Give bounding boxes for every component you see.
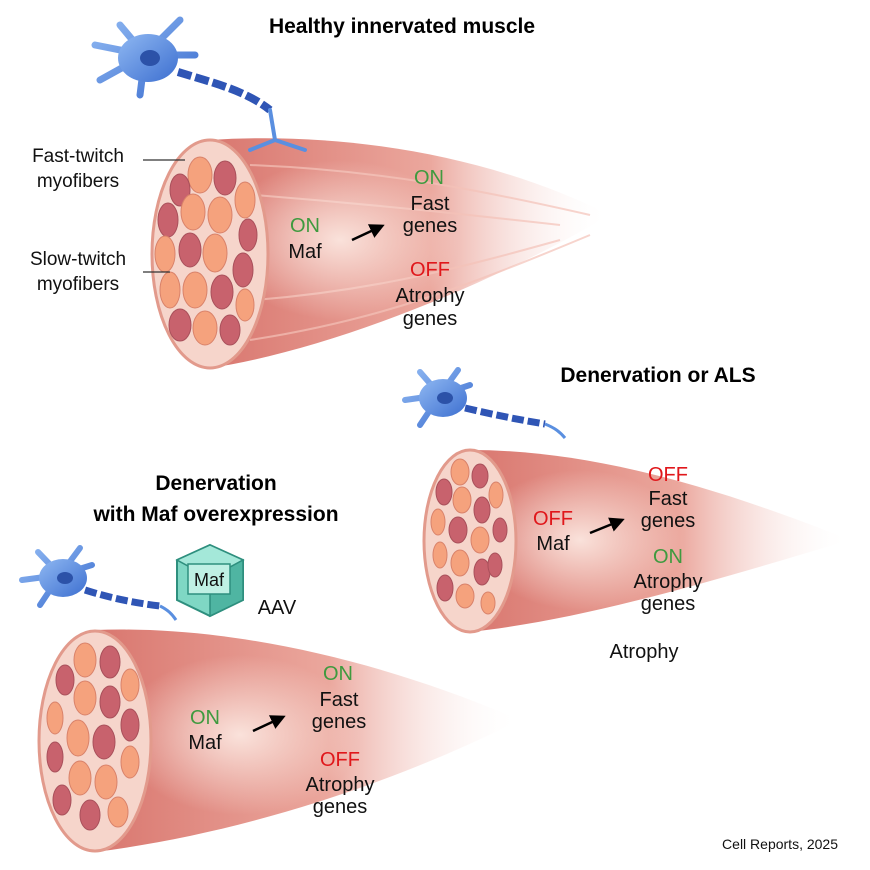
healthy-atrophy-genes-label-line2: genes: [403, 308, 458, 330]
muscle-bundle-icon: [150, 138, 610, 370]
healthy-fast-genes-label-line2: genes: [403, 215, 458, 237]
panel-maf-title: Denervation: [155, 472, 276, 495]
maf-overexpression-atrophy-genes-label-line2: genes: [313, 796, 368, 818]
cross-section-fibers: [46, 642, 140, 831]
panel-maf-title-line2: with Maf overexpression: [92, 503, 338, 526]
slow-twitch-label: Slow-twitch: [30, 249, 126, 270]
healthy-fast-state: ON: [414, 167, 444, 189]
cross-section-fibers: [430, 458, 508, 615]
panel-healthy-title: Healthy innervated muscle: [269, 15, 535, 38]
panel-healthy: Healthy innervated muscle: [30, 15, 610, 370]
denervation-atrophy-genes-label-line2: genes: [641, 593, 696, 615]
neuron-icon: [91, 16, 307, 152]
healthy-maf-state: ON: [290, 215, 320, 237]
maf-overexpression-maf-label: Maf: [188, 732, 222, 754]
fast-twitch-label: Fast-twitch: [32, 146, 124, 167]
denervation-fast-state: OFF: [648, 464, 688, 486]
arrow-icon: [351, 224, 385, 242]
maf-overexpression-atrophy-genes-label: Atrophy: [306, 774, 375, 796]
aav-capsid-icon: Maf: [175, 543, 245, 618]
credit-text: Cell Reports, 2025: [722, 836, 838, 852]
maf-overexpression-atrophy-state: OFF: [320, 749, 360, 771]
arrow-icon: [252, 715, 286, 733]
denervation-fast-genes-label-line2: genes: [641, 510, 696, 532]
cross-section-fibers: [154, 156, 258, 346]
denervation-outcome-label: Atrophy: [610, 641, 679, 663]
healthy-atrophy-genes-label: Atrophy: [396, 285, 465, 307]
panel-denervation: Denervation or ALS: [402, 364, 850, 663]
healthy-atrophy-state: OFF: [410, 259, 450, 281]
healthy-fast-genes-label: Fast: [411, 193, 450, 215]
aav-capsid-label: Maf: [194, 570, 225, 590]
arrow-icon: [589, 517, 625, 535]
maf-overexpression-fast-genes-label-line2: genes: [312, 711, 367, 733]
muscle-bundle-icon: [37, 629, 520, 853]
maf-overexpression-fast-genes-label: Fast: [320, 689, 359, 711]
panel-maf-overexpression: Denervation with Maf overexpression Maf …: [19, 472, 520, 853]
panel-denervation-title: Denervation or ALS: [560, 364, 755, 387]
denervation-maf-state: OFF: [533, 508, 573, 530]
fast-twitch-label-line2: myofibers: [37, 171, 119, 192]
denervation-fast-genes-label: Fast: [649, 488, 688, 510]
denervation-atrophy-state: ON: [653, 546, 683, 568]
healthy-maf-label: Maf: [288, 241, 322, 263]
slow-twitch-label-line2: myofibers: [37, 274, 119, 295]
aav-label: AAV: [258, 597, 297, 619]
maf-overexpression-maf-state: ON: [190, 707, 220, 729]
denervation-maf-label: Maf: [536, 533, 570, 555]
denervation-atrophy-genes-label: Atrophy: [634, 571, 703, 593]
muscle-bundle-icon: [422, 448, 850, 634]
maf-overexpression-fast-state: ON: [323, 663, 353, 685]
neuron-icon: [19, 545, 178, 621]
neuron-icon: [402, 367, 567, 439]
